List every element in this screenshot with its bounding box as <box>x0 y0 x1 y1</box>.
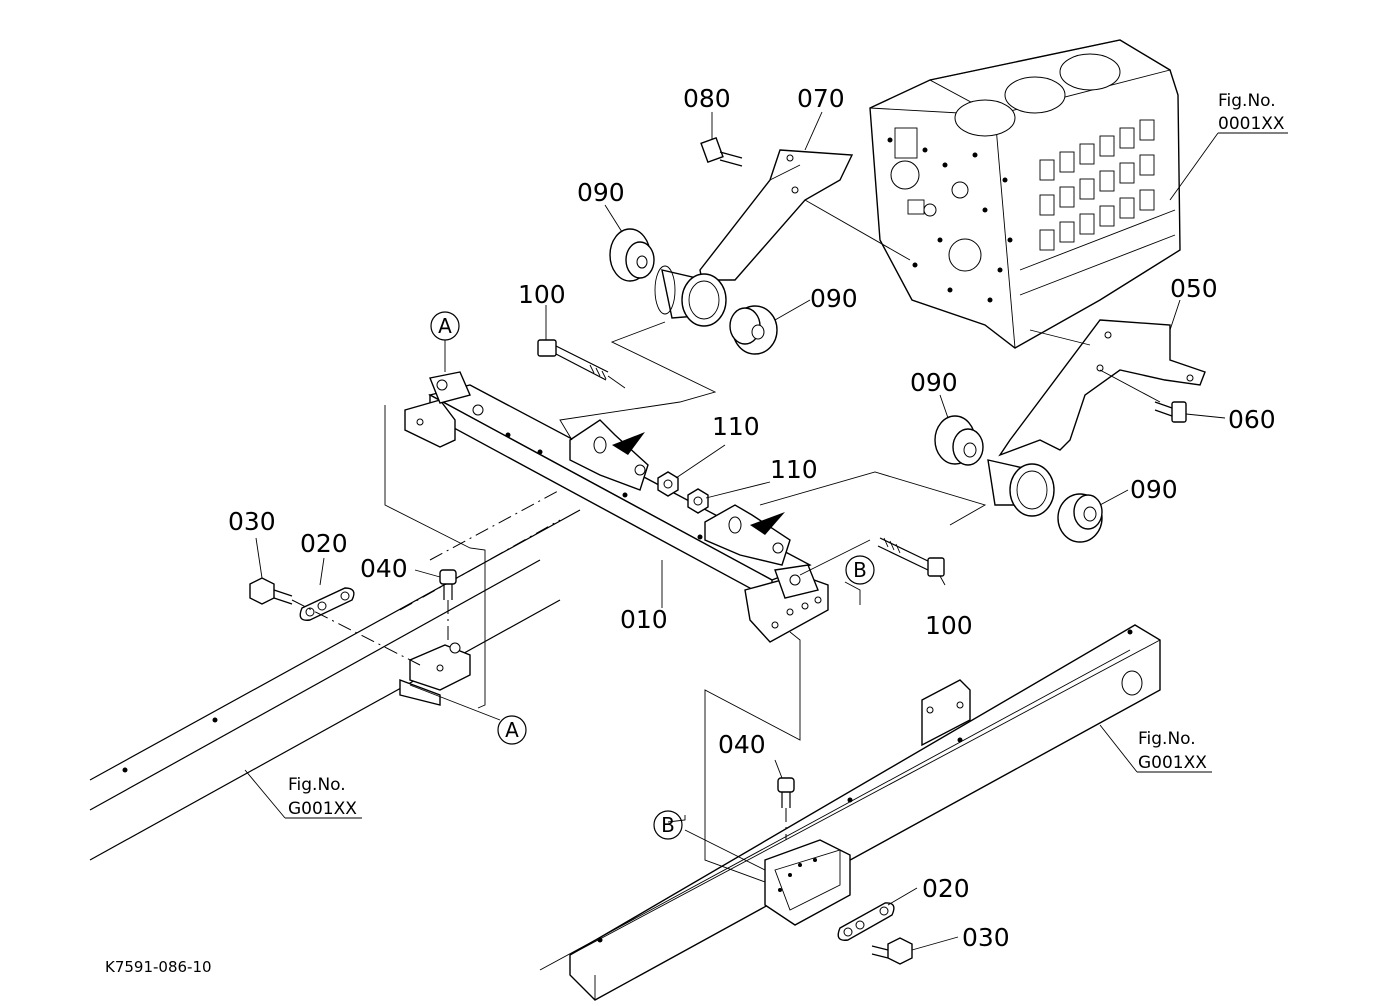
frame-rail-right <box>539 624 1161 1001</box>
nut-110-left <box>657 471 679 497</box>
engine-stay-070 <box>699 149 854 281</box>
nut-110-right <box>687 488 709 514</box>
support-bracket-left <box>399 642 471 706</box>
connector-b-right: B <box>845 555 875 585</box>
engine-block <box>869 39 1181 349</box>
bolt-100-upper <box>537 339 609 381</box>
fig-ref-engine: Fig.No. 0001XX <box>1218 91 1285 134</box>
drawing-code: K7591-086-10 <box>105 958 212 976</box>
label-020-a: 020 <box>300 529 348 558</box>
connector-a-lower-text: A <box>505 718 519 742</box>
rubber-mount-090-upper-left <box>609 228 655 282</box>
frame-rail-left <box>89 489 581 861</box>
label-040-a: 040 <box>360 554 408 583</box>
label-090-c: 090 <box>910 368 958 397</box>
label-030-a: 030 <box>228 507 276 536</box>
fig-ref-left-code: G001XX <box>288 799 357 819</box>
plate-020-left <box>299 587 355 621</box>
label-050: 050 <box>1170 274 1218 303</box>
label-100-a: 100 <box>518 280 566 309</box>
cylinder-lower <box>987 459 1055 517</box>
connector-b-lower: B <box>653 810 683 840</box>
part-labels: 080 070 090 090 100 090 050 060 110 110 … <box>228 84 1276 952</box>
fig-ref-frame-right: Fig.No. G001XX <box>1138 729 1207 773</box>
plate-020-right <box>837 902 895 941</box>
engine-stay-050 <box>998 319 1206 457</box>
rail-plate-right <box>921 679 971 747</box>
connector-b-lower-text: B <box>661 813 675 837</box>
label-030-b: 030 <box>962 923 1010 952</box>
pin-040-right <box>777 777 795 840</box>
label-090-a: 090 <box>577 178 625 207</box>
label-100-b: 100 <box>925 611 973 640</box>
bolt-030-right <box>871 937 913 965</box>
label-040-b: 040 <box>718 730 766 759</box>
label-080: 080 <box>683 84 731 113</box>
cross-beam-010 <box>404 371 829 643</box>
fig-ref-engine-title: Fig.No. <box>1218 91 1276 111</box>
fig-ref-frame-left: Fig.No. G001XX <box>288 775 357 819</box>
label-070: 070 <box>797 84 845 113</box>
fig-ref-right-title: Fig.No. <box>1138 729 1196 749</box>
bolt-060 <box>1154 401 1187 423</box>
label-060: 060 <box>1228 405 1276 434</box>
connector-a-upper: A <box>430 311 460 341</box>
support-bracket-right <box>764 839 851 926</box>
cylinder-upper <box>654 265 727 327</box>
label-090-b: 090 <box>810 284 858 313</box>
fig-ref-right-code: G001XX <box>1138 753 1207 773</box>
connector-a-upper-text: A <box>438 314 452 338</box>
label-110-a: 110 <box>712 412 760 441</box>
connector-a-lower: A <box>497 715 527 745</box>
label-020-b: 020 <box>922 874 970 903</box>
label-010: 010 <box>620 605 668 634</box>
bolt-080 <box>700 136 743 167</box>
label-110-b: 110 <box>770 455 818 484</box>
rubber-mount-090-upper-right <box>729 305 778 355</box>
rubber-mount-090-lower-right <box>1057 493 1103 543</box>
rubber-mount-090-lower-left <box>934 415 984 466</box>
label-090-d: 090 <box>1130 475 1178 504</box>
fig-ref-engine-code: 0001XX <box>1218 114 1285 134</box>
assembly-lines <box>244 111 1288 951</box>
bolt-100-lower <box>877 537 945 577</box>
fig-ref-left-title: Fig.No. <box>288 775 346 795</box>
connector-b-right-text: B <box>853 558 867 582</box>
bolt-030-left <box>249 577 421 666</box>
